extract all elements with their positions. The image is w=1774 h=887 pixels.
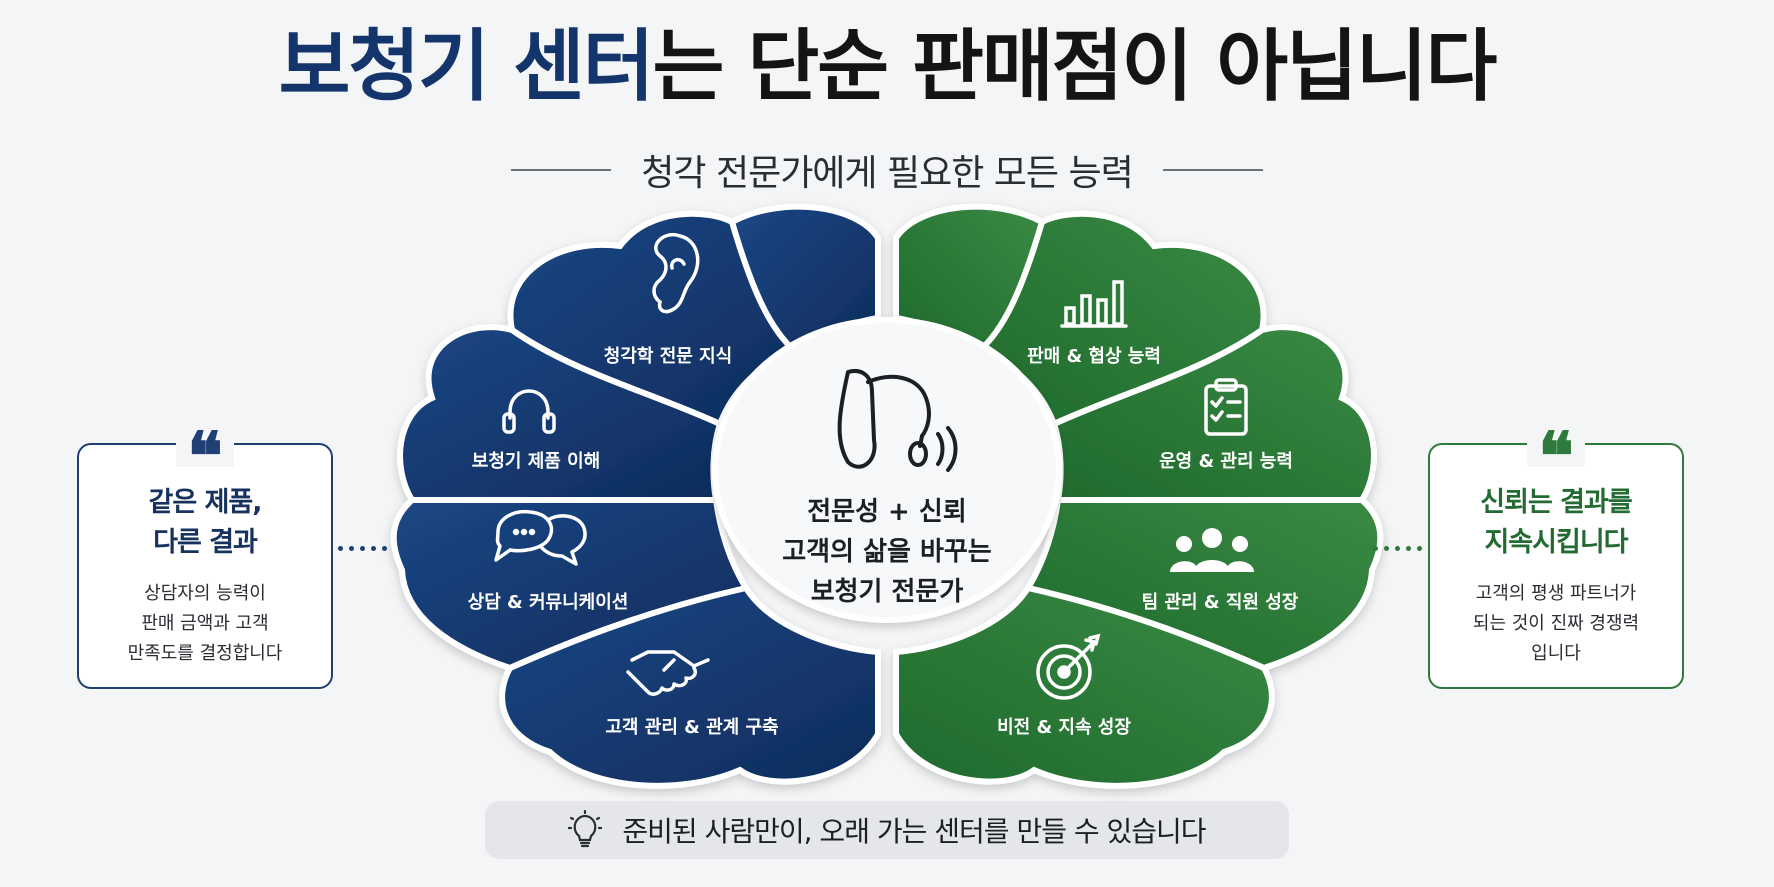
- subtitle-rule-right: [1162, 169, 1263, 171]
- subtitle-rule-left: [511, 169, 612, 171]
- left-card-body-1: 상담자의 능력이: [144, 583, 266, 604]
- left-connector-dots: [338, 546, 387, 551]
- team-icon: [1170, 528, 1254, 572]
- clipboard-checklist-icon: [1204, 378, 1248, 436]
- left-petal-4: [499, 584, 881, 789]
- petal-label-products: 보청기 제품 이해: [472, 451, 600, 472]
- petal-label-vision: 비전 & 지속 성장: [997, 717, 1131, 738]
- subtitle-row: 청각 전문가에게 필요한 모든 능력: [0, 148, 1774, 194]
- petal-label-customer: 고객 관리 & 관계 구축: [605, 717, 778, 738]
- center-line-1: 전문성 + 신뢰: [807, 497, 967, 527]
- center-line-3: 보청기 전문가: [811, 577, 964, 607]
- lightbulb-icon: [568, 810, 603, 848]
- bottom-message-bar: 준비된 사람만이, 오래 가는 센터를 만들 수 있습니다: [485, 801, 1289, 859]
- petal-label-sales: 판매 & 협상 능력: [1027, 345, 1161, 367]
- left-card-body-2: 판매 금액과 고객: [141, 613, 269, 634]
- target-icon: [1036, 633, 1101, 700]
- title-rest: 는 단순 판매점이 아닙니다: [652, 22, 1498, 112]
- handshake-icon: [626, 650, 710, 696]
- bar-chart-icon: [1060, 280, 1128, 328]
- bottom-message: 준비된 사람만이, 오래 가는 센터를 만들 수 있습니다: [622, 815, 1206, 848]
- left-quote-card: ❝ 같은 제품, 다른 결과 상담자의 능력이 판매 금액과 고객 만족도를 결…: [77, 415, 333, 689]
- left-card-heading-2: 다른 결과: [153, 527, 258, 558]
- quote-mark-right: ❝: [1527, 415, 1585, 495]
- chat-bubbles-icon: [494, 509, 587, 566]
- petal-label-team: 팀 관리 & 직원 성장: [1142, 592, 1299, 613]
- petal-label-audiology: 청각학 전문 지식: [604, 345, 732, 367]
- center-line-2: 고객의 삶을 바꾸는: [782, 537, 992, 567]
- left-petals: [390, 203, 881, 789]
- right-card-body-3: 입니다: [1531, 643, 1581, 664]
- right-quote-card: ❝ 신뢰는 결과를 지속시킵니다 고객의 평생 파트너가 되는 것이 진짜 경쟁…: [1428, 415, 1684, 689]
- right-card-heading-1: 신뢰는 결과를: [1480, 487, 1632, 518]
- center-disc: [712, 317, 1062, 623]
- left-card-heading-1: 같은 제품,: [148, 487, 262, 518]
- headphones-icon: [502, 389, 556, 434]
- right-card-heading-2: 지속시킵니다: [1484, 527, 1628, 558]
- page-title: 보청기 센터는 단순 판매점이 아닙니다: [0, 28, 1774, 106]
- title-accent: 보청기 센터: [278, 22, 655, 112]
- subtitle: 청각 전문가에게 필요한 모든 능력: [641, 153, 1133, 194]
- hearing-aid-icon: [837, 369, 958, 472]
- right-connector-dots: [1373, 546, 1422, 551]
- petal-label-consulting: 상담 & 커뮤니케이션: [468, 592, 629, 613]
- quote-mark-left: ❝: [176, 415, 234, 495]
- left-card-body-3: 만족도를 결정합니다: [127, 643, 283, 664]
- petal-label-operations: 운영 & 관리 능력: [1159, 451, 1293, 472]
- right-card-body-2: 되는 것이 진짜 경쟁력: [1472, 613, 1640, 634]
- right-card-body-1: 고객의 평생 파트너가: [1475, 583, 1637, 604]
- ear-icon: [652, 232, 700, 314]
